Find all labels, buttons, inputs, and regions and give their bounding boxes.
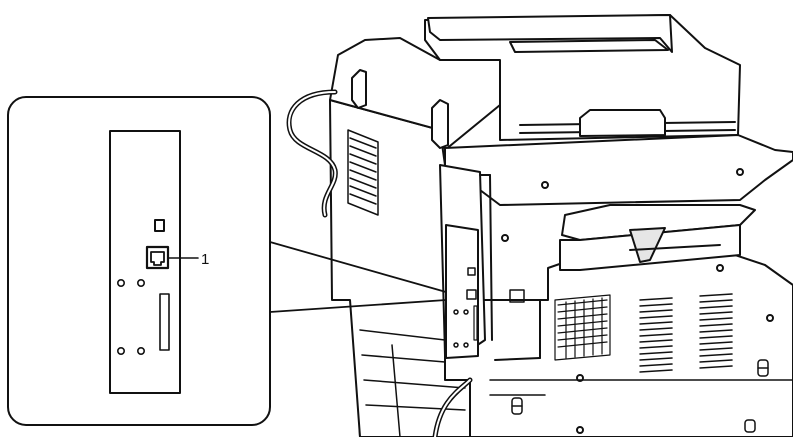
- feeder-handle: [579, 109, 666, 137]
- slot-connector: [159, 293, 170, 351]
- seam-lower-1: [494, 357, 541, 361]
- side-screw: [501, 234, 509, 242]
- rear-vent-mesh: [554, 294, 611, 361]
- usb-port-icon: [154, 219, 165, 232]
- handle-bottom: [744, 419, 756, 433]
- vent-grille-left: [347, 129, 379, 216]
- body-screw-2: [766, 314, 774, 322]
- interface-board-small: [445, 224, 479, 359]
- screw-hole: [117, 278, 126, 287]
- cabinet-ribs: [359, 329, 466, 437]
- ethernet-port-icon: [145, 245, 170, 270]
- body-screw-4: [576, 426, 584, 434]
- screw-hole: [137, 346, 146, 355]
- feeder-slot: [509, 39, 669, 53]
- callout-leader-bottom: [269, 299, 447, 313]
- paper-stopper: [629, 227, 666, 263]
- inner-output-tray: [561, 204, 756, 241]
- power-cable: [286, 89, 338, 218]
- feeder-top-tray: [427, 14, 673, 53]
- callout-zoom-box: 1: [7, 96, 271, 426]
- hinge-right: [431, 99, 449, 149]
- screw-hole: [137, 278, 146, 287]
- side-label-plate: [509, 289, 525, 303]
- callout-leader-top: [269, 241, 447, 293]
- printer-illustration: [286, 14, 793, 437]
- power-cable-inner: [288, 91, 337, 216]
- body-screw-3: [576, 374, 584, 382]
- slot-grille-1: [639, 297, 673, 373]
- hinge-left: [351, 69, 367, 109]
- body-screw-1: [716, 264, 724, 272]
- screw-hole: [117, 346, 126, 355]
- shelf-screw-1: [541, 181, 549, 189]
- shelf-screw-2: [736, 168, 744, 176]
- column-edge-2: [489, 174, 493, 341]
- slot-grille-2: [699, 293, 733, 369]
- tray-line: [629, 244, 721, 251]
- callout-label-1: 1: [201, 251, 209, 268]
